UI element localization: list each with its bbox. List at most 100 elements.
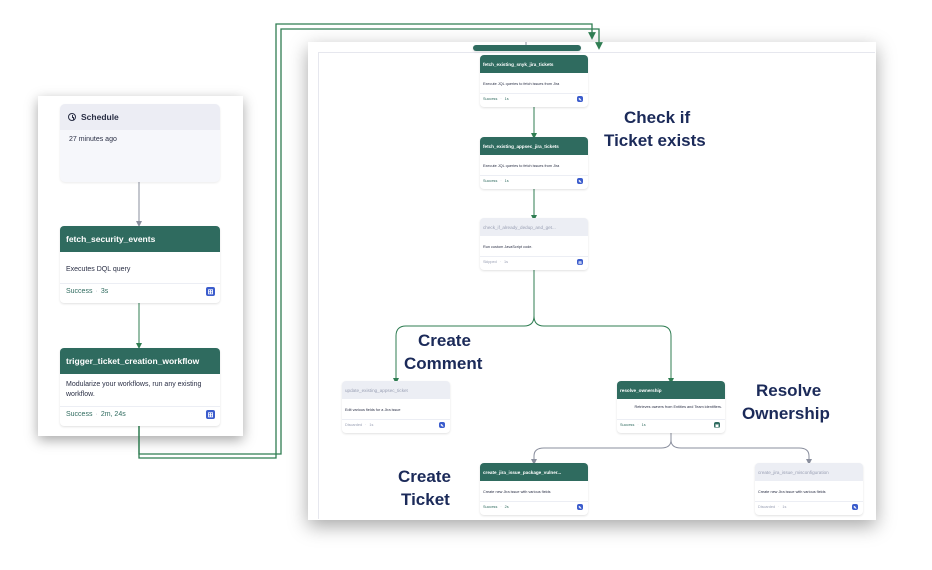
task-divider xyxy=(480,256,588,257)
task-divider xyxy=(342,419,450,420)
status-separator: · xyxy=(500,179,502,183)
task-description: Create new Jira issue with various field… xyxy=(758,490,826,494)
right-panel-frame xyxy=(318,52,875,519)
status-separator: · xyxy=(500,97,502,101)
task-node-previous-stub xyxy=(473,45,581,51)
task-status: Success xyxy=(66,411,93,418)
annotation-line: Comment xyxy=(404,354,483,373)
edge-check-update xyxy=(393,270,535,384)
task-status: Success xyxy=(66,288,93,295)
task-duration: 1s xyxy=(504,260,509,264)
save-icon[interactable]: ▣ xyxy=(714,422,720,428)
task-node-trigger-ticket-creation-workflow[interactable]: trigger_ticket_creation_workflow Modular… xyxy=(60,348,220,426)
task-title-stub xyxy=(473,45,581,51)
task-title: trigger_ticket_creation_workflow xyxy=(60,348,220,374)
task-description: Modularize your workflows, run any exist… xyxy=(66,381,202,398)
task-title: check_if_already_dedup_and_get... xyxy=(480,218,588,236)
task-status-row: Success·1s ✎ xyxy=(480,178,588,184)
edge-between-panels-inner xyxy=(138,28,603,455)
clock-icon xyxy=(68,113,76,121)
task-status-row: Success·2m, 24s ⊞ xyxy=(60,410,220,419)
edit-icon[interactable]: ✎ xyxy=(439,422,445,428)
code-block-icon[interactable]: ⊞ xyxy=(577,259,583,265)
status-separator: · xyxy=(637,423,639,427)
annotation-line: Ticket exists xyxy=(604,131,706,150)
annotation-create-comment: Create Comment xyxy=(404,329,482,375)
task-status-row: Success·1s ▣ xyxy=(617,422,725,428)
annotation-line: Ownership xyxy=(742,404,830,423)
right-workflow-panel xyxy=(308,42,876,520)
task-status: Success xyxy=(483,179,498,183)
task-status-row: Success·2s ✎ xyxy=(480,504,588,510)
task-divider xyxy=(60,283,220,284)
annotation-create-ticket: Create Ticket xyxy=(398,465,451,511)
task-status-row: Success·3s ⊞ xyxy=(60,287,220,296)
task-title: create_jira_issue_package_vulner... xyxy=(480,463,588,481)
task-divider xyxy=(617,419,725,420)
task-divider xyxy=(480,93,588,94)
edge-check-resolve xyxy=(533,315,674,384)
task-duration: 2s xyxy=(504,505,509,509)
task-description: Execute JQL queries to fetch issues from… xyxy=(483,82,560,86)
task-divider xyxy=(480,175,588,176)
task-title: fetch_existing_appsec_jira_tickets xyxy=(480,137,588,155)
edit-icon[interactable]: ✎ xyxy=(577,178,583,184)
schedule-time: 27 minutes ago xyxy=(69,136,117,143)
task-status: Success xyxy=(483,505,498,509)
annotation-resolve-ownership: Resolve Ownership xyxy=(742,379,830,425)
task-description: Executes DQL query xyxy=(66,266,131,273)
status-separator: · xyxy=(365,423,367,427)
task-node-check-if-already-dedup[interactable]: check_if_already_dedup_and_get... Run cu… xyxy=(480,218,588,270)
task-node-update-existing-appsec-ticket[interactable]: update_existing_appsec_ticket Edit vario… xyxy=(342,381,450,433)
task-description: Run custom JavaScript code. xyxy=(483,245,533,249)
annotation-line: Check if xyxy=(624,108,691,127)
task-title: fetch_security_events xyxy=(60,226,220,252)
task-node-resolve-ownership[interactable]: resolve_ownership Retrieves owners from … xyxy=(617,381,725,433)
edge-resolve-createpkg xyxy=(531,432,672,465)
annotation-line: Resolve xyxy=(756,381,822,400)
task-node-fetch-existing-appsec-jira-tickets[interactable]: fetch_existing_appsec_jira_tickets Execu… xyxy=(480,137,588,189)
edit-icon[interactable]: ✎ xyxy=(577,504,583,510)
schedule-node[interactable]: Schedule 27 minutes ago xyxy=(60,104,220,182)
task-duration: 1s xyxy=(504,179,509,183)
task-duration: 1s xyxy=(782,505,787,509)
task-node-create-jira-issue-misconfiguration[interactable]: create_jira_issue_misconfiguration Creat… xyxy=(755,463,863,515)
status-separator: · xyxy=(499,260,501,264)
task-status-row: Skipped·1s ⊞ xyxy=(480,259,588,265)
annotation-line: Create xyxy=(418,331,471,350)
task-status: Discarded xyxy=(345,423,363,427)
task-status-row: Discarded·1s ✎ xyxy=(342,422,450,428)
task-title: update_existing_appsec_ticket xyxy=(342,381,450,399)
edit-icon[interactable]: ✎ xyxy=(852,504,858,510)
status-separator: · xyxy=(500,505,502,509)
task-title: resolve_ownership xyxy=(617,381,725,399)
task-status-row: Discarded·1s ✎ xyxy=(755,504,863,510)
task-description: Execute JQL queries to fetch issues from… xyxy=(483,164,560,168)
task-title: create_jira_issue_misconfiguration xyxy=(755,463,863,481)
task-divider xyxy=(755,501,863,502)
task-node-create-jira-issue-package-vulner[interactable]: create_jira_issue_package_vulner... Crea… xyxy=(480,463,588,515)
annotation-line: Create xyxy=(398,467,451,486)
edge-resolve-createmisc xyxy=(670,439,812,465)
task-status-row: Success·1s ✎ xyxy=(480,96,588,102)
task-description: Retrieves owners from Entities and Team … xyxy=(634,405,722,409)
task-status: Skipped xyxy=(483,260,497,264)
code-block-icon[interactable]: ⊞ xyxy=(206,287,215,296)
task-node-fetch-existing-snyk-jira-tickets[interactable]: fetch_existing_snyk_jira_tickets Execute… xyxy=(480,55,588,107)
edit-icon[interactable]: ✎ xyxy=(577,96,583,102)
task-node-fetch-security-events[interactable]: fetch_security_events Executes DQL query… xyxy=(60,226,220,303)
task-description: Edit various fields for a Jira issue xyxy=(345,408,401,412)
task-description: Create new Jira issue with various field… xyxy=(483,490,551,494)
task-duration: 1s xyxy=(504,97,509,101)
schedule-header: Schedule xyxy=(60,104,220,130)
task-divider xyxy=(480,501,588,502)
task-duration: 1s xyxy=(369,423,374,427)
status-separator: · xyxy=(95,411,98,418)
code-block-icon[interactable]: ⊞ xyxy=(206,410,215,419)
task-duration: 3s xyxy=(100,288,109,295)
status-separator: · xyxy=(778,505,780,509)
task-duration: 2m, 24s xyxy=(100,411,126,418)
task-status: Success xyxy=(620,423,635,427)
schedule-label: Schedule xyxy=(81,112,119,122)
task-title: fetch_existing_snyk_jira_tickets xyxy=(480,55,588,73)
